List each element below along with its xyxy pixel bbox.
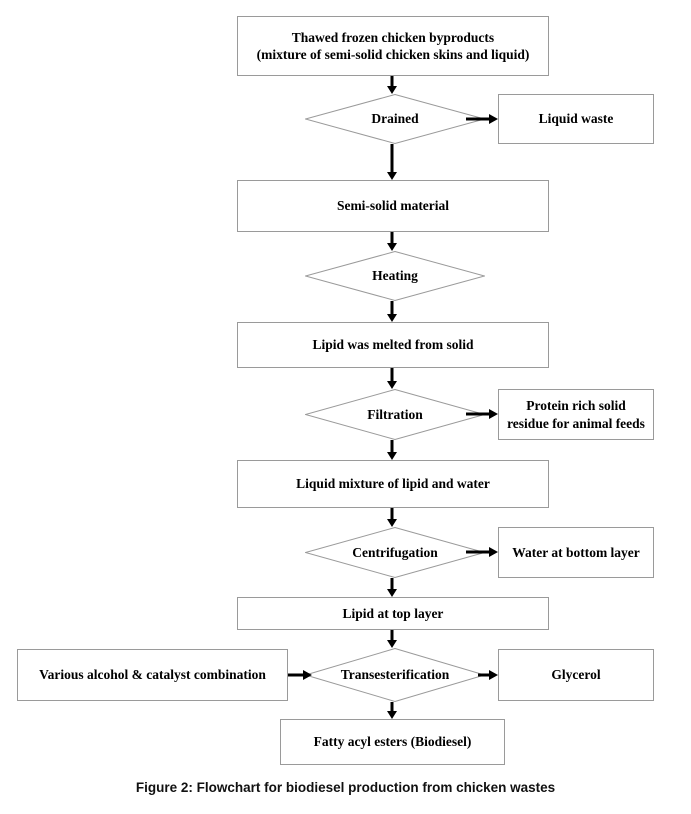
node-lipid-top-layer: Lipid at top layer (237, 597, 549, 630)
node-label: Semi-solid material (336, 198, 450, 214)
diamond-shape (305, 527, 485, 578)
node-label: Lipid at top layer (342, 605, 444, 621)
node-label-line1: Protein rich solid (526, 398, 626, 414)
node-transesterification: Transesterification (305, 648, 485, 702)
diamond-shape (305, 389, 485, 440)
node-label: Various alcohol & catalyst combination (39, 667, 266, 683)
node-liquid-waste: Liquid waste (498, 94, 654, 144)
arrow-filtration-to-protein-residue (466, 406, 498, 422)
diamond-shape (305, 648, 485, 702)
node-glycerol: Glycerol (498, 649, 654, 701)
arrow-semi-solid-to-heating (384, 232, 400, 251)
node-filtration: Filtration (305, 389, 485, 440)
node-label: Liquid mixture of lipid and water (296, 476, 490, 492)
arrow-byproducts-to-drained (384, 76, 400, 94)
arrow-filtration-to-liquid-mixture (384, 440, 400, 460)
node-protein-residue: Protein rich solid residue for animal fe… (498, 389, 654, 440)
diamond-shape (305, 94, 485, 144)
arrow-drained-to-liquid-waste (466, 111, 498, 127)
node-label: Water at bottom layer (512, 544, 640, 560)
node-liquid-mixture: Liquid mixture of lipid and water (237, 460, 549, 508)
arrow-centrifugation-to-water (466, 544, 498, 560)
node-label: Liquid waste (538, 111, 614, 127)
arrow-liquid-mixture-to-centrifugation (384, 508, 400, 527)
arrow-heating-to-lipid-melted (384, 301, 400, 322)
arrow-transesterification-to-glycerol (478, 667, 498, 683)
node-label: Fatty acyl esters (Biodiesel) (313, 734, 472, 750)
node-alcohol-catalyst: Various alcohol & catalyst combination (17, 649, 288, 701)
node-label-line2: residue for animal feeds (507, 415, 645, 431)
node-drained: Drained (305, 94, 485, 144)
arrow-alcohol-to-transesterification (288, 667, 312, 683)
figure-caption: Figure 2: Flowchart for biodiesel produc… (135, 780, 556, 795)
node-label: Lipid was melted from solid (312, 337, 474, 353)
arrow-drained-to-semi-solid (384, 144, 400, 180)
arrow-transesterification-to-biodiesel (384, 702, 400, 719)
node-biodiesel-product: Fatty acyl esters (Biodiesel) (280, 719, 505, 765)
arrow-lipid-top-to-transesterification (384, 630, 400, 648)
arrow-lipid-melted-to-filtration (384, 368, 400, 389)
node-label-line1: Thawed frozen chicken byproducts (291, 29, 495, 45)
arrow-centrifugation-to-lipid-top (384, 578, 400, 597)
node-water-bottom-layer: Water at bottom layer (498, 527, 654, 578)
node-heating: Heating (305, 251, 485, 301)
node-lipid-melted: Lipid was melted from solid (237, 322, 549, 368)
diamond-shape (305, 251, 485, 301)
node-label: Glycerol (551, 667, 601, 683)
node-centrifugation: Centrifugation (305, 527, 485, 578)
node-semi-solid-material: Semi-solid material (237, 180, 549, 232)
node-label-line2: (mixture of semi-solid chicken skins and… (256, 47, 530, 62)
node-input-byproducts: Thawed frozen chicken byproducts (mixtur… (237, 16, 549, 76)
